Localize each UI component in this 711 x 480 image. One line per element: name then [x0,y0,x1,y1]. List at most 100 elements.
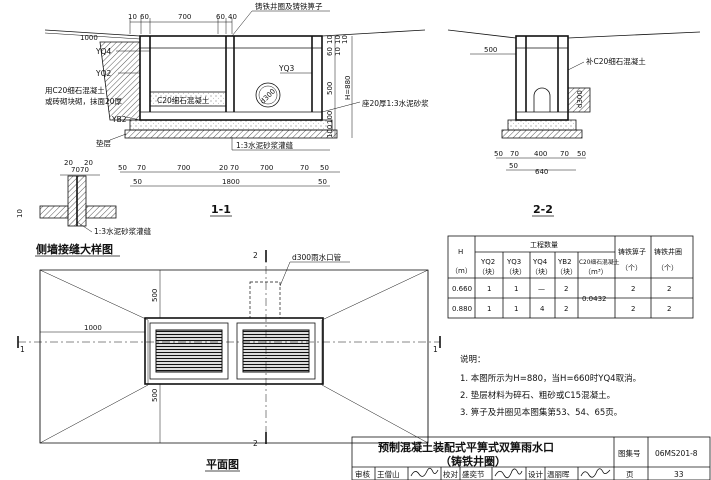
atlas-label: 图集号 [618,448,641,458]
page-label: 页 [626,470,634,479]
note-2: 2. 垫层材料为碎石、粗砂或C15混凝土。 [460,390,615,401]
joint-dim-70a: 70 [71,166,80,174]
row2-yq3: 1 [514,305,518,313]
col-grate-unit: （个） [621,264,642,272]
dim-bot-700b: 700 [260,164,273,172]
dim22-70a: 70 [510,150,519,158]
sheet-title-line2: （铸铁井圈） [440,454,506,468]
c20-merged-value: 0.0432 [582,295,607,303]
reviewer-signature [410,467,439,477]
pipe-d300-plan-label: d300雨水口管 [292,252,342,262]
section-22-caption: 2-2 [533,203,553,216]
checker-name: 盛奕节 [462,469,485,479]
col-yq3: YQ3 [506,258,521,266]
reviewer-name: 王僧山 [377,469,400,479]
dim-sub-50-left: 50 [133,178,142,186]
c20-fill-label: C20细石混凝土 [157,95,210,105]
plan-dim-500-bottom: 500 [151,389,159,402]
joint-detail-title: 侧墙接缝大样图 [36,242,113,256]
pipe-d300-label-22: d300 [576,90,584,108]
dim-right-10d: 10 [341,35,349,44]
checker-signature [494,468,523,479]
yq4-label: YQ4 [95,47,111,56]
dim22-70b: 70 [560,150,569,158]
note-1: 1. 本图所示为H=880，当H=660时YQ4取消。 [460,373,641,384]
quantity-table: 工程数量 H （m） YQ2 （块） YQ3 （块） YQ4 （块） YB2 （… [447,235,694,319]
dim-500-22: 500 [484,46,497,54]
dim-bot-70a: 70 [137,164,146,172]
plan-title: 平面图 [206,458,239,471]
designer-signature [580,468,611,478]
designer-name: 温丽晖 [547,470,570,479]
col-grate: 铸铁箅子 [618,247,646,256]
atlas-number: 06MS201-8 [655,449,698,458]
dim-right-10a: 10 [326,35,334,44]
dim-bot-20: 20 [219,164,228,172]
dim22-total-640: 640 [535,168,548,176]
col-h: H [458,248,463,256]
col-c20-unit: （m³） [584,268,608,276]
cut-2-top: 2 [253,251,258,260]
section-11-caption: 1-1 [211,203,231,216]
joint-dim-70b: 70 [80,166,89,174]
col-yq2-unit: （块） [478,267,499,276]
cut-2-bottom: 2 [253,439,258,448]
dim-total-1800: 1800 [222,178,240,186]
mortar-joint-label: 1:3水泥砂浆灌缝 [236,140,294,150]
row2-yq4: 4 [540,305,545,313]
row1-yq4: — [538,285,545,293]
table-group-header: 工程数量 [530,240,558,249]
grate-ring-label: 铸铁井圈及铸铁箅子 [255,1,323,11]
dim-right-500: 500 [326,82,334,95]
col-yq4-unit: （块） [531,267,552,276]
dim-right-60: 60 [326,47,334,56]
review-label: 审核 [355,469,370,479]
dim22-50b: 50 [577,150,586,158]
col-h-unit: （m） [451,267,472,275]
page-number: 33 [674,470,684,479]
dim-top-10: 10 [128,13,137,21]
col-yq2: YQ2 [480,258,495,266]
mortar-bed-label: 座20厚1:3水泥砂浆 [362,98,429,108]
section-1-1: 10 60 700 60 40 铸铁井圈及铸铁箅子 1000 d300 [44,1,429,217]
row1-yq2: 1 [487,285,491,293]
section-2-2: 500 d300 补C20细石混凝土 50 70 400 70 50 640 5… [447,29,701,217]
yq3-label: YQ3 [278,64,294,73]
dim-right-100b: 100 [326,125,334,138]
joint-mortar-label: 1:3水泥砂浆灌缝 [94,226,152,236]
row2-ring: 2 [667,305,671,313]
dim-sub-50-right: 50 [318,178,327,186]
dim-bot-70c: 70 [300,164,309,172]
cut-1-right: 1 [433,345,438,354]
check-label: 校对 [443,469,458,479]
dim-right-10b: 10 [334,35,342,44]
row1-ring: 2 [667,285,671,293]
dim-bot-700a: 700 [177,164,190,172]
plan-view: d300雨水口管 2 2 1 1 1000 500 500 平面图 [17,250,441,472]
infill-label-line2: 或砖砌块砌，抹面20厚 [45,96,123,106]
dim-top-700: 700 [178,13,191,21]
title-block: 预制混凝土装配式平箅式双箅雨水口 （铸铁井圈） 图集号 06MS201-8 页 … [351,436,711,480]
dim-right-100a: 100 [326,111,334,124]
col-yb2-unit: （块） [556,267,577,276]
yb2-label: YB2 [111,115,127,124]
dim22-400: 400 [534,150,547,158]
dim-top-40: 40 [228,13,237,21]
sheet-title-line1: 预制混凝土装配式平箅式双箅雨水口 [378,440,554,454]
joint-left-dim-10: 10 [16,209,24,218]
infill-label-line1: 用C20细石混凝土 [45,85,105,95]
yq2-label: YQ2 [95,69,111,78]
row1-yq3: 1 [514,285,518,293]
col-c20: C20细石混凝土 [579,258,620,266]
dim-top-60a: 60 [140,13,149,21]
dim-bot-50b: 50 [320,164,329,172]
joint-dim-20b: 20 [84,159,93,167]
notes: 说明： 1. 本图所示为H=880，当H=660时YQ4取消。 2. 垫层材料为… [460,354,641,418]
design-label: 设计 [528,469,543,479]
dim22-50a: 50 [494,150,503,158]
row2-yq2: 1 [487,305,491,313]
notes-heading: 说明： [460,354,486,365]
col-ring: 铸铁井圈 [654,247,682,256]
row2-h: 0.880 [452,305,472,313]
